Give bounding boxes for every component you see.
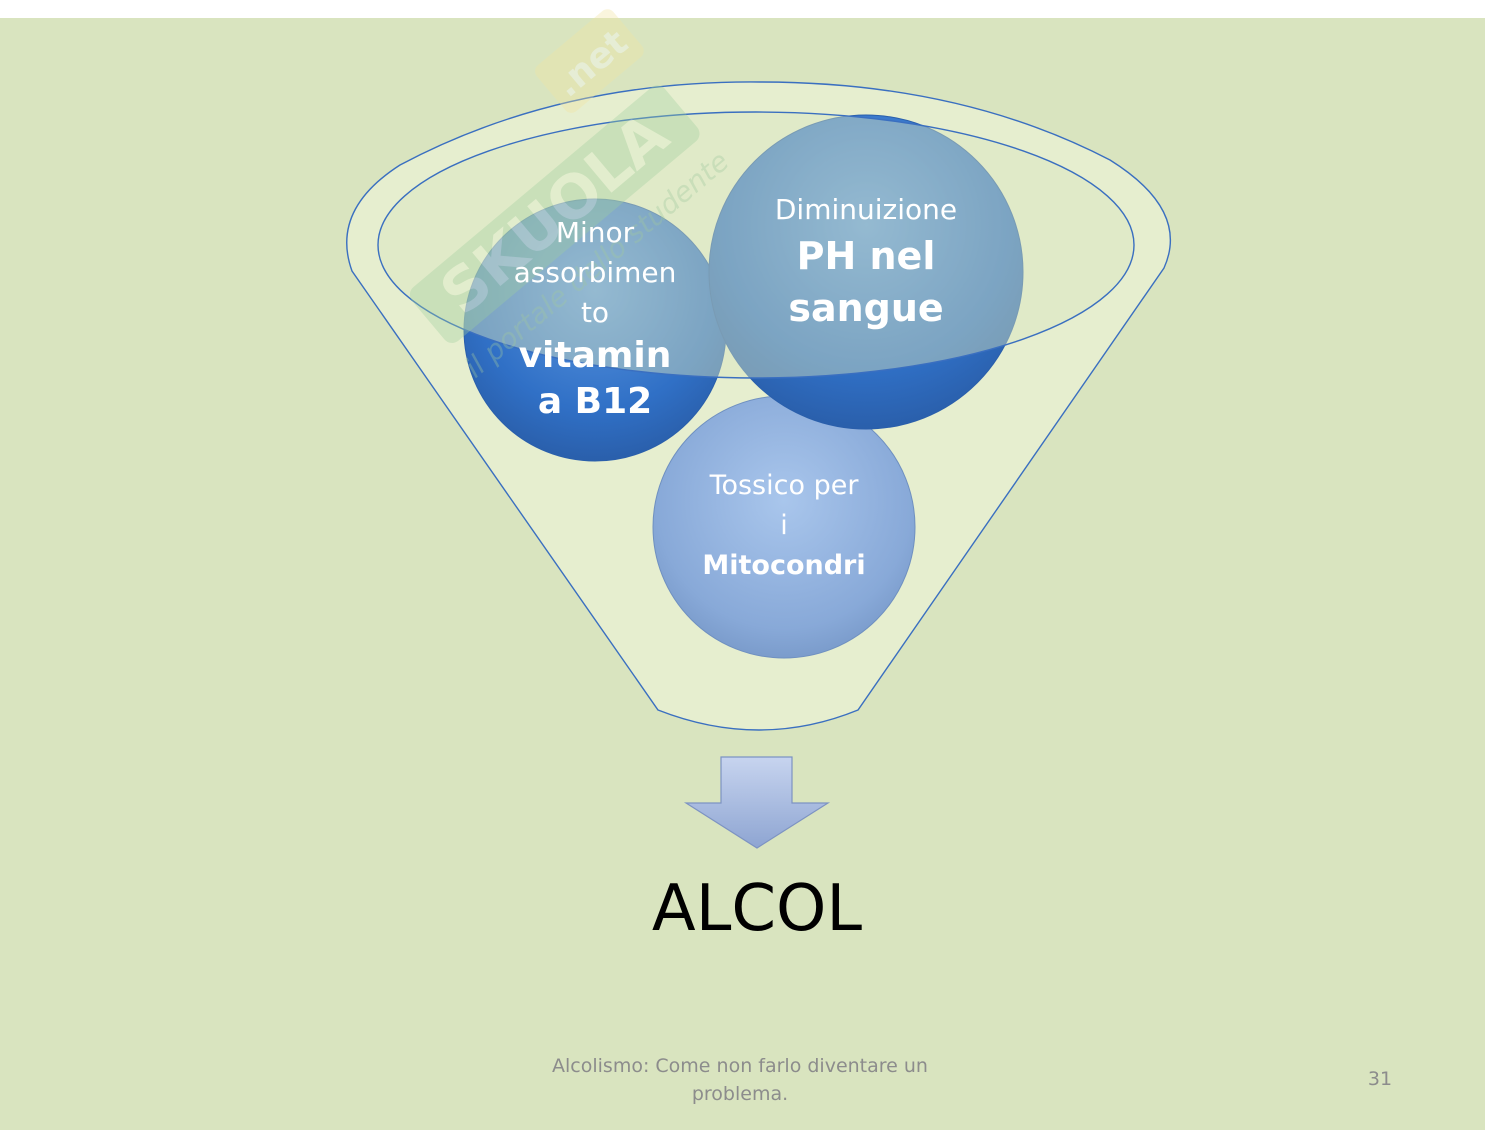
footer-line-1: Alcolismo: Come non farlo diventare un (552, 1055, 928, 1077)
vitamin-line-3: to (580, 296, 610, 329)
mito-line-1: Tossico per (709, 470, 859, 501)
vitamin-line-1: Minor (555, 216, 635, 249)
vitamin-line-4: vitamin (518, 335, 672, 376)
mito-line-2: i (780, 510, 788, 541)
vitamin-line-5: a B12 (537, 381, 653, 422)
circle-ph-sangue (708, 114, 1024, 430)
funnel-rim (377, 111, 1135, 379)
alcol-label: ALCOL (651, 872, 863, 946)
down-arrow (683, 756, 831, 849)
text-vitamin-b12: Minor assorbimen to vitamin a B12 (468, 213, 722, 425)
ph-line-3: sangue (788, 286, 944, 330)
vitamin-line-2: assorbimen (513, 256, 677, 289)
ph-line-2: PH nel (796, 234, 936, 278)
text-ph-sangue: Diminuizione PH nel sangue (738, 190, 994, 334)
footer-line-2: problema. (691, 1083, 789, 1105)
footer-text: Alcolismo: Come non farlo diventare un p… (515, 1052, 965, 1108)
page-number: 31 (1367, 1068, 1393, 1090)
mito-line-3: Mitocondri (702, 550, 866, 581)
ph-line-1: Diminuizione (774, 193, 958, 226)
text-mitocondri: Tossico per i Mitocondri (660, 466, 908, 586)
